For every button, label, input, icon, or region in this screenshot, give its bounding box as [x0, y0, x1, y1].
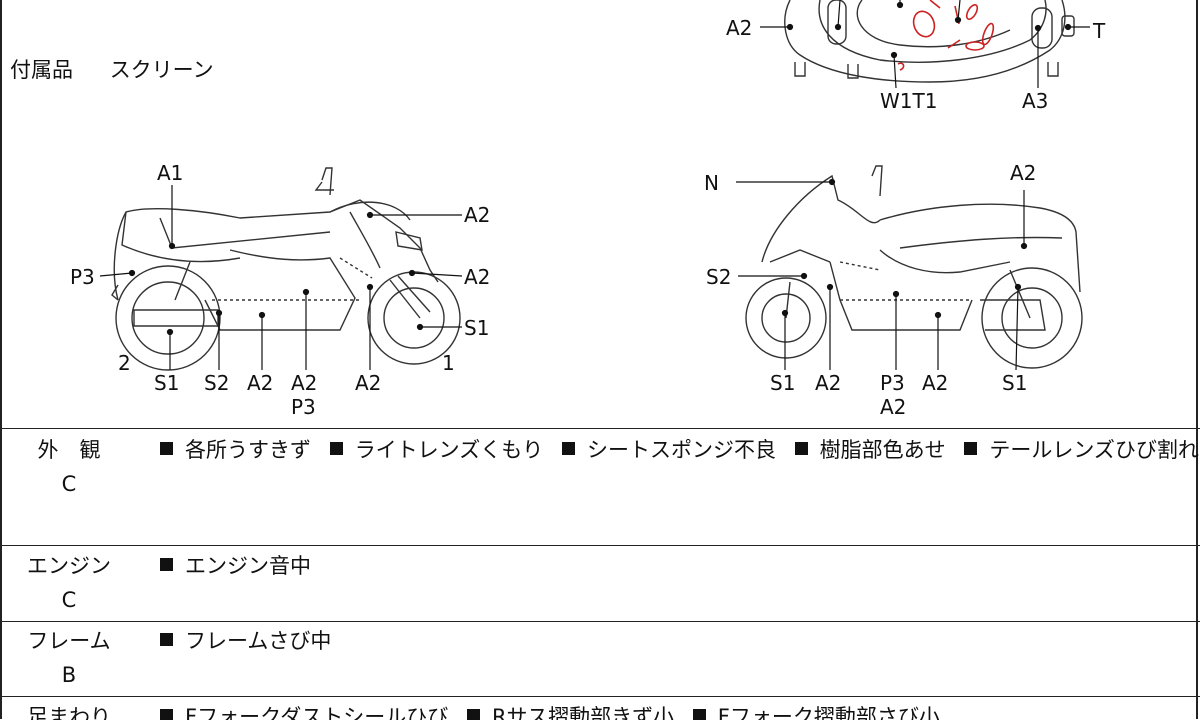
divider-line: [0, 428, 1200, 429]
section-items: 各所うすきず ライトレンズくもり シートスポンジ不良 樹脂部色あせ テールレンズ…: [160, 433, 1200, 467]
right-view-scooter: [745, 165, 1083, 369]
list-item: テールレンズひび割れ: [989, 438, 1199, 462]
section-exterior: 外 観 C 各所うすきず ライトレンズくもり シートスポンジ不良 樹脂部色あせ …: [0, 433, 1200, 545]
section-items: エンジン音中: [160, 549, 323, 583]
top-label-w1t1: W1T1: [880, 89, 937, 113]
bullet-square-icon: [561, 442, 575, 455]
left-label-s1: S1: [154, 371, 179, 395]
top-view-leaders: [760, 0, 1090, 89]
section-grade: C: [61, 588, 77, 612]
right-label-n: N: [704, 171, 719, 195]
divider-line: [0, 621, 1200, 622]
section-category: フレーム: [27, 629, 111, 653]
left-label-a2-b: A2: [291, 371, 317, 395]
section-category: 外 観: [37, 438, 101, 462]
list-item: 樹脂部色あせ: [819, 438, 946, 462]
bullet-square-icon: [964, 442, 978, 455]
damage-marks: [897, 0, 995, 71]
scooter-damage-diagram: A2 T W1T1 A3: [70, 0, 1106, 419]
left-label-a2-front: A2: [464, 265, 490, 289]
right-view-leaders: [736, 178, 1028, 371]
left-label-a2-c: A2: [355, 371, 381, 395]
left-label-p3-b: P3: [291, 395, 316, 419]
section-items: Fフォークダストシールひび Rサス摺動部きず小 Fフォーク摺動部さび小: [160, 700, 952, 720]
section-grade: B: [61, 663, 77, 687]
accessory-value: スクリーン: [109, 58, 214, 82]
list-item: 各所うすきず: [185, 438, 311, 462]
left-label-a1: A1: [157, 161, 183, 185]
section-items: フレームさび中: [160, 624, 343, 658]
section-engine: エンジン C エンジン音中: [0, 549, 1200, 619]
left-view-leaders: [99, 185, 463, 370]
bullet-square-icon: [794, 442, 808, 455]
list-item: Fフォーク摺動部さび小: [717, 705, 940, 720]
left-label-s1-front: S1: [464, 316, 489, 340]
right-label-s2: S2: [706, 265, 731, 289]
right-label-a2-upper: A2: [1010, 161, 1036, 185]
bullet-square-icon: [160, 633, 173, 646]
top-label-t: T: [1092, 19, 1106, 43]
left-label-wheel-2: 2: [118, 351, 131, 375]
accessory-label: 付属品: [10, 58, 73, 82]
divider-line: [0, 696, 1200, 697]
bullet-square-icon: [692, 709, 706, 720]
list-item: ライトレンズくもり: [354, 438, 544, 462]
bullet-square-icon: [160, 709, 173, 720]
list-item: Fフォークダストシールひび: [185, 705, 449, 720]
right-label-s1: S1: [770, 371, 795, 395]
bullet-square-icon: [329, 442, 343, 455]
left-view-scooter: [111, 167, 461, 371]
top-label-a2: A2: [726, 16, 752, 40]
right-label-a2-a: A2: [815, 371, 841, 395]
divider-line: [0, 545, 1200, 546]
bullet-square-icon: [466, 709, 480, 720]
left-label-a2-a: A2: [247, 371, 273, 395]
bullet-square-icon: [160, 558, 173, 571]
diagram-area: 付属品 スクリーン: [10, 0, 1106, 419]
list-item: シートスポンジ不良: [586, 438, 776, 462]
section-frame: フレーム B フレームさび中: [0, 624, 1200, 694]
left-label-s2: S2: [204, 371, 229, 395]
right-label-a2-c: A2: [922, 371, 948, 395]
list-item: フレームさび中: [185, 629, 332, 653]
section-category: 足まわり: [27, 705, 111, 720]
list-item: Rサス摺動部きず小: [491, 705, 675, 720]
bullet-square-icon: [160, 442, 173, 455]
left-label-p3: P3: [70, 265, 95, 289]
top-label-a3: A3: [1022, 89, 1048, 113]
section-grade: C: [61, 472, 77, 496]
left-label-a2-upper: A2: [464, 203, 490, 227]
section-suspension: 足まわり Fフォークダストシールひび Rサス摺動部きず小 Fフォーク摺動部さび小: [0, 700, 1200, 720]
section-category: エンジン: [27, 554, 111, 578]
right-label-a2-b: A2: [880, 395, 906, 419]
right-label-s1-rear: S1: [1002, 371, 1027, 395]
list-item: エンジン音中: [185, 554, 311, 578]
accessory-line: 付属品 スクリーン: [10, 54, 214, 84]
right-label-p3: P3: [880, 371, 905, 395]
left-label-wheel-1: 1: [442, 351, 455, 375]
top-view-scooter: [784, 0, 1075, 83]
